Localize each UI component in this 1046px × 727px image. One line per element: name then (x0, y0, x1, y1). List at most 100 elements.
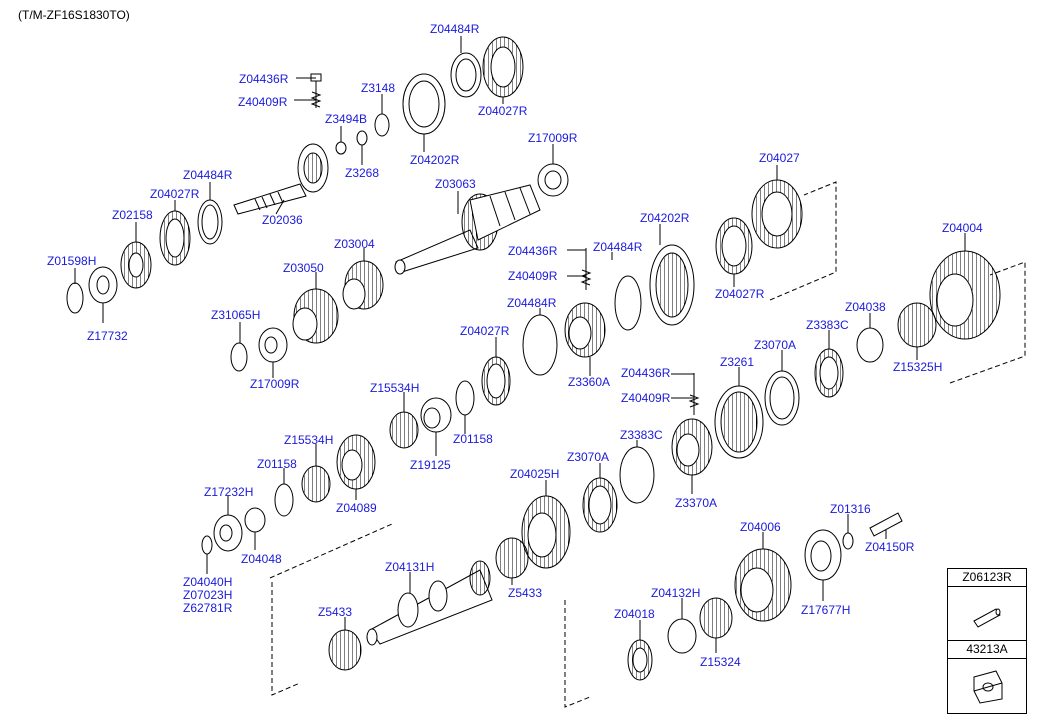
part-label-z40409r-2[interactable]: Z40409R (508, 269, 558, 283)
part-label-z17677h[interactable]: Z17677H (801, 603, 851, 617)
side-box-label: 43213A (948, 641, 1026, 659)
snap-ring-z04040h (201, 535, 213, 555)
main-shaft-icon (366, 560, 493, 646)
part-label-z17009r-2[interactable]: Z17009R (250, 377, 300, 391)
bearing-z17732 (88, 266, 118, 304)
part-label-z03063[interactable]: Z03063 (435, 177, 476, 191)
part-label-z3383c[interactable]: Z3383C (806, 318, 849, 332)
part-label-z04027r[interactable]: Z04027R (478, 104, 528, 118)
snap-ring-z3148 (374, 113, 390, 137)
part-label-z04131h[interactable]: Z04131H (385, 560, 435, 574)
part-label-z3070a-2[interactable]: Z3070A (567, 450, 610, 464)
part-label-z04202r-2[interactable]: Z04202R (640, 211, 690, 225)
part-label-z04484r-3[interactable]: Z04484R (593, 240, 643, 254)
page-title: (T/M-ZF16S1830TO) (18, 8, 130, 22)
bolt-z3494b (335, 141, 347, 155)
part-label-z04027r-2[interactable]: Z04027R (150, 187, 200, 201)
part-label-z04436r-3[interactable]: Z04436R (621, 366, 671, 380)
assembly-frame-upper-right (769, 181, 837, 301)
part-label-z5433-2[interactable]: Z5433 (318, 605, 353, 619)
part-label-z15534h-2[interactable]: Z15534H (284, 433, 334, 447)
assembly-frame-right (949, 261, 1026, 384)
bushing-z04038 (856, 327, 884, 363)
part-label-z04025h[interactable]: Z04025H (510, 467, 560, 481)
part-label-z04027r-4[interactable]: Z04027R (460, 324, 510, 338)
part-label-z04202r[interactable]: Z04202R (410, 153, 460, 167)
side-box-43213a[interactable]: 43213A (947, 640, 1027, 714)
bearing-z17677h (804, 529, 842, 581)
part-label-z17009r[interactable]: Z17009R (528, 131, 578, 145)
part-label-z3268[interactable]: Z3268 (345, 166, 380, 180)
part-label-z02158[interactable]: Z02158 (112, 208, 153, 222)
bearing-z17009r-2 (258, 327, 288, 363)
part-label-z02036[interactable]: Z02036 (262, 213, 303, 227)
part-label-z3261[interactable]: Z3261 (720, 355, 755, 369)
part-label-z04484r-4[interactable]: Z04484R (507, 296, 557, 310)
part-label-z01158[interactable]: Z01158 (453, 432, 493, 446)
part-label-z04018[interactable]: Z04018 (614, 607, 655, 621)
side-box-z06123r[interactable]: Z06123R (947, 568, 1027, 642)
washer-z3268 (356, 130, 368, 146)
part-label-z01316[interactable]: Z01316 (830, 502, 871, 516)
part-label-z15325h[interactable]: Z15325H (893, 360, 943, 374)
part-label-z03050[interactable]: Z03050 (283, 261, 324, 275)
part-label-z04484r-2[interactable]: Z04484R (183, 168, 233, 182)
part-label-z15324[interactable]: Z15324 (700, 655, 741, 669)
part-label-z04436r-2[interactable]: Z04436R (508, 244, 558, 258)
part-label-z04089[interactable]: Z04089 (336, 501, 377, 515)
assembly-frame-left (271, 582, 301, 696)
bushing-z04132h (667, 618, 697, 654)
assembly-frame-lower (564, 600, 591, 708)
ring-z3383c (619, 446, 655, 504)
bolt-spring-icon (310, 73, 322, 108)
part-label-z04027r-3[interactable]: Z04027R (715, 287, 765, 301)
snap-ring-z01158-2 (274, 483, 294, 517)
needle-bearing-z5433-2 (328, 629, 362, 671)
part-label-z01158-2[interactable]: Z01158 (257, 457, 297, 471)
part-label-z01598h[interactable]: Z01598H (47, 254, 97, 268)
bearing-z15325h (897, 302, 937, 348)
bearing-z17232h (213, 514, 243, 552)
part-label-z17732[interactable]: Z17732 (87, 329, 128, 343)
snap-ring-z01158 (455, 380, 475, 416)
part-label-z3148[interactable]: Z3148 (361, 81, 396, 95)
part-label-z04006[interactable]: Z04006 (740, 520, 781, 534)
needle-bearing-z5433 (495, 537, 529, 579)
part-label-z04150r[interactable]: Z04150R (865, 540, 915, 554)
input-shaft-icon (233, 143, 329, 215)
part-label-z31065h[interactable]: Z31065H (211, 308, 261, 322)
pin-icon (973, 608, 1001, 628)
part-label-z3070a[interactable]: Z3070A (754, 338, 797, 352)
side-box-label: Z06123R (948, 569, 1026, 587)
part-label-z62781r[interactable]: Z62781R (183, 601, 233, 615)
part-label-z04048[interactable]: Z04048 (241, 552, 282, 566)
part-label-z40409r[interactable]: Z40409R (238, 95, 288, 109)
part-label-z04040h[interactable]: Z04040H (183, 575, 233, 589)
part-label-z5433[interactable]: Z5433 (508, 586, 543, 600)
part-label-z04038[interactable]: Z04038 (845, 300, 886, 314)
part-label-z04436r[interactable]: Z04436R (239, 72, 289, 86)
part-label-z15534h[interactable]: Z15534H (370, 381, 420, 395)
part-label-z3370a[interactable]: Z3370A (675, 496, 718, 510)
snap-ring-z31065h (230, 342, 248, 372)
part-label-z3360a[interactable]: Z3360A (568, 375, 611, 389)
part-label-z17232h[interactable]: Z17232H (204, 485, 254, 499)
ring-z04484r-3 (522, 314, 558, 376)
washer-z04048 (244, 507, 266, 533)
part-label-z04027[interactable]: Z04027 (759, 151, 800, 165)
part-label-z19125[interactable]: Z19125 (410, 458, 451, 472)
snap-ring-z01316 (842, 532, 854, 550)
pin-z04150r (869, 512, 903, 537)
part-label-z3383c-2[interactable]: Z3383C (620, 428, 663, 442)
part-label-z03004[interactable]: Z03004 (334, 237, 375, 251)
part-label-z3494b[interactable]: Z3494B (325, 112, 368, 126)
part-label-z04484r[interactable]: Z04484R (430, 22, 480, 36)
part-label-z07023h[interactable]: Z07023H (183, 588, 233, 602)
bearing-z17009r (537, 163, 569, 197)
part-label-z04004[interactable]: Z04004 (942, 221, 983, 235)
needle-bearing-z15534h (389, 411, 419, 449)
part-label-z04132h[interactable]: Z04132H (651, 586, 701, 600)
assembly-frame-mid (269, 523, 393, 579)
part-label-z40409r-3[interactable]: Z40409R (621, 391, 671, 405)
